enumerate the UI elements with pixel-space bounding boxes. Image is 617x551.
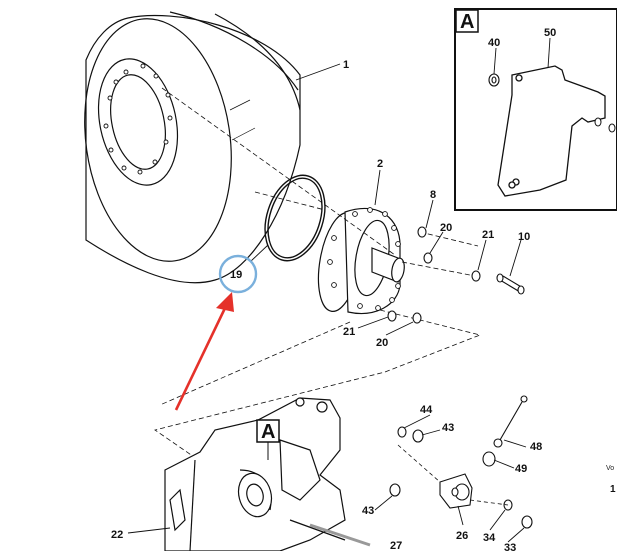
callout-20: 20	[440, 222, 452, 234]
callout-48: 48	[530, 441, 542, 453]
callout-49: 49	[515, 463, 527, 475]
frame-assembly	[164, 397, 371, 551]
callout-10: 10	[518, 231, 530, 243]
hub	[317, 207, 405, 314]
callout-21-lower: 21	[343, 326, 355, 338]
detail-a-panel: A	[454, 8, 617, 211]
drum-flange-holes	[103, 63, 173, 175]
callout-21: 21	[482, 229, 494, 241]
callout-19: 19	[230, 269, 242, 281]
bracket	[497, 65, 606, 197]
callout-8: 8	[430, 189, 436, 201]
o-ring	[264, 174, 326, 262]
callout-43-lower: 43	[362, 505, 374, 517]
leader-lines	[127, 37, 551, 543]
detail-a-label: A	[460, 11, 474, 33]
callout-20-lower: 20	[376, 337, 388, 349]
edge-text-top: Vo	[606, 465, 614, 472]
callout-27: 27	[390, 540, 402, 551]
valve-parts	[389, 395, 533, 529]
drum	[84, 11, 301, 284]
callout-2: 2	[377, 158, 383, 170]
red-pointer-arrow	[174, 292, 234, 411]
callout-44: 44	[420, 404, 433, 416]
callout-1: 1	[343, 59, 349, 71]
svg-text:A: A	[261, 421, 275, 443]
bracket-nut	[488, 73, 500, 87]
callout-40: 40	[488, 37, 500, 49]
callout-34: 34	[483, 532, 496, 544]
callout-43: 43	[442, 422, 454, 434]
detail-a-marker: A	[256, 419, 280, 460]
callout-22: 22	[111, 529, 123, 541]
callout-labels: 1 2 8 20 21 10 19 21 20 40 50 22 27 44 4…	[111, 27, 556, 551]
hub-bolt-holes	[327, 207, 401, 311]
callout-33: 33	[504, 542, 516, 551]
hub-fasteners	[387, 226, 525, 324]
edge-text-bottom: 1	[610, 484, 616, 495]
callout-26: 26	[456, 530, 468, 542]
highlight-marker	[218, 254, 258, 294]
callout-50: 50	[544, 27, 556, 39]
